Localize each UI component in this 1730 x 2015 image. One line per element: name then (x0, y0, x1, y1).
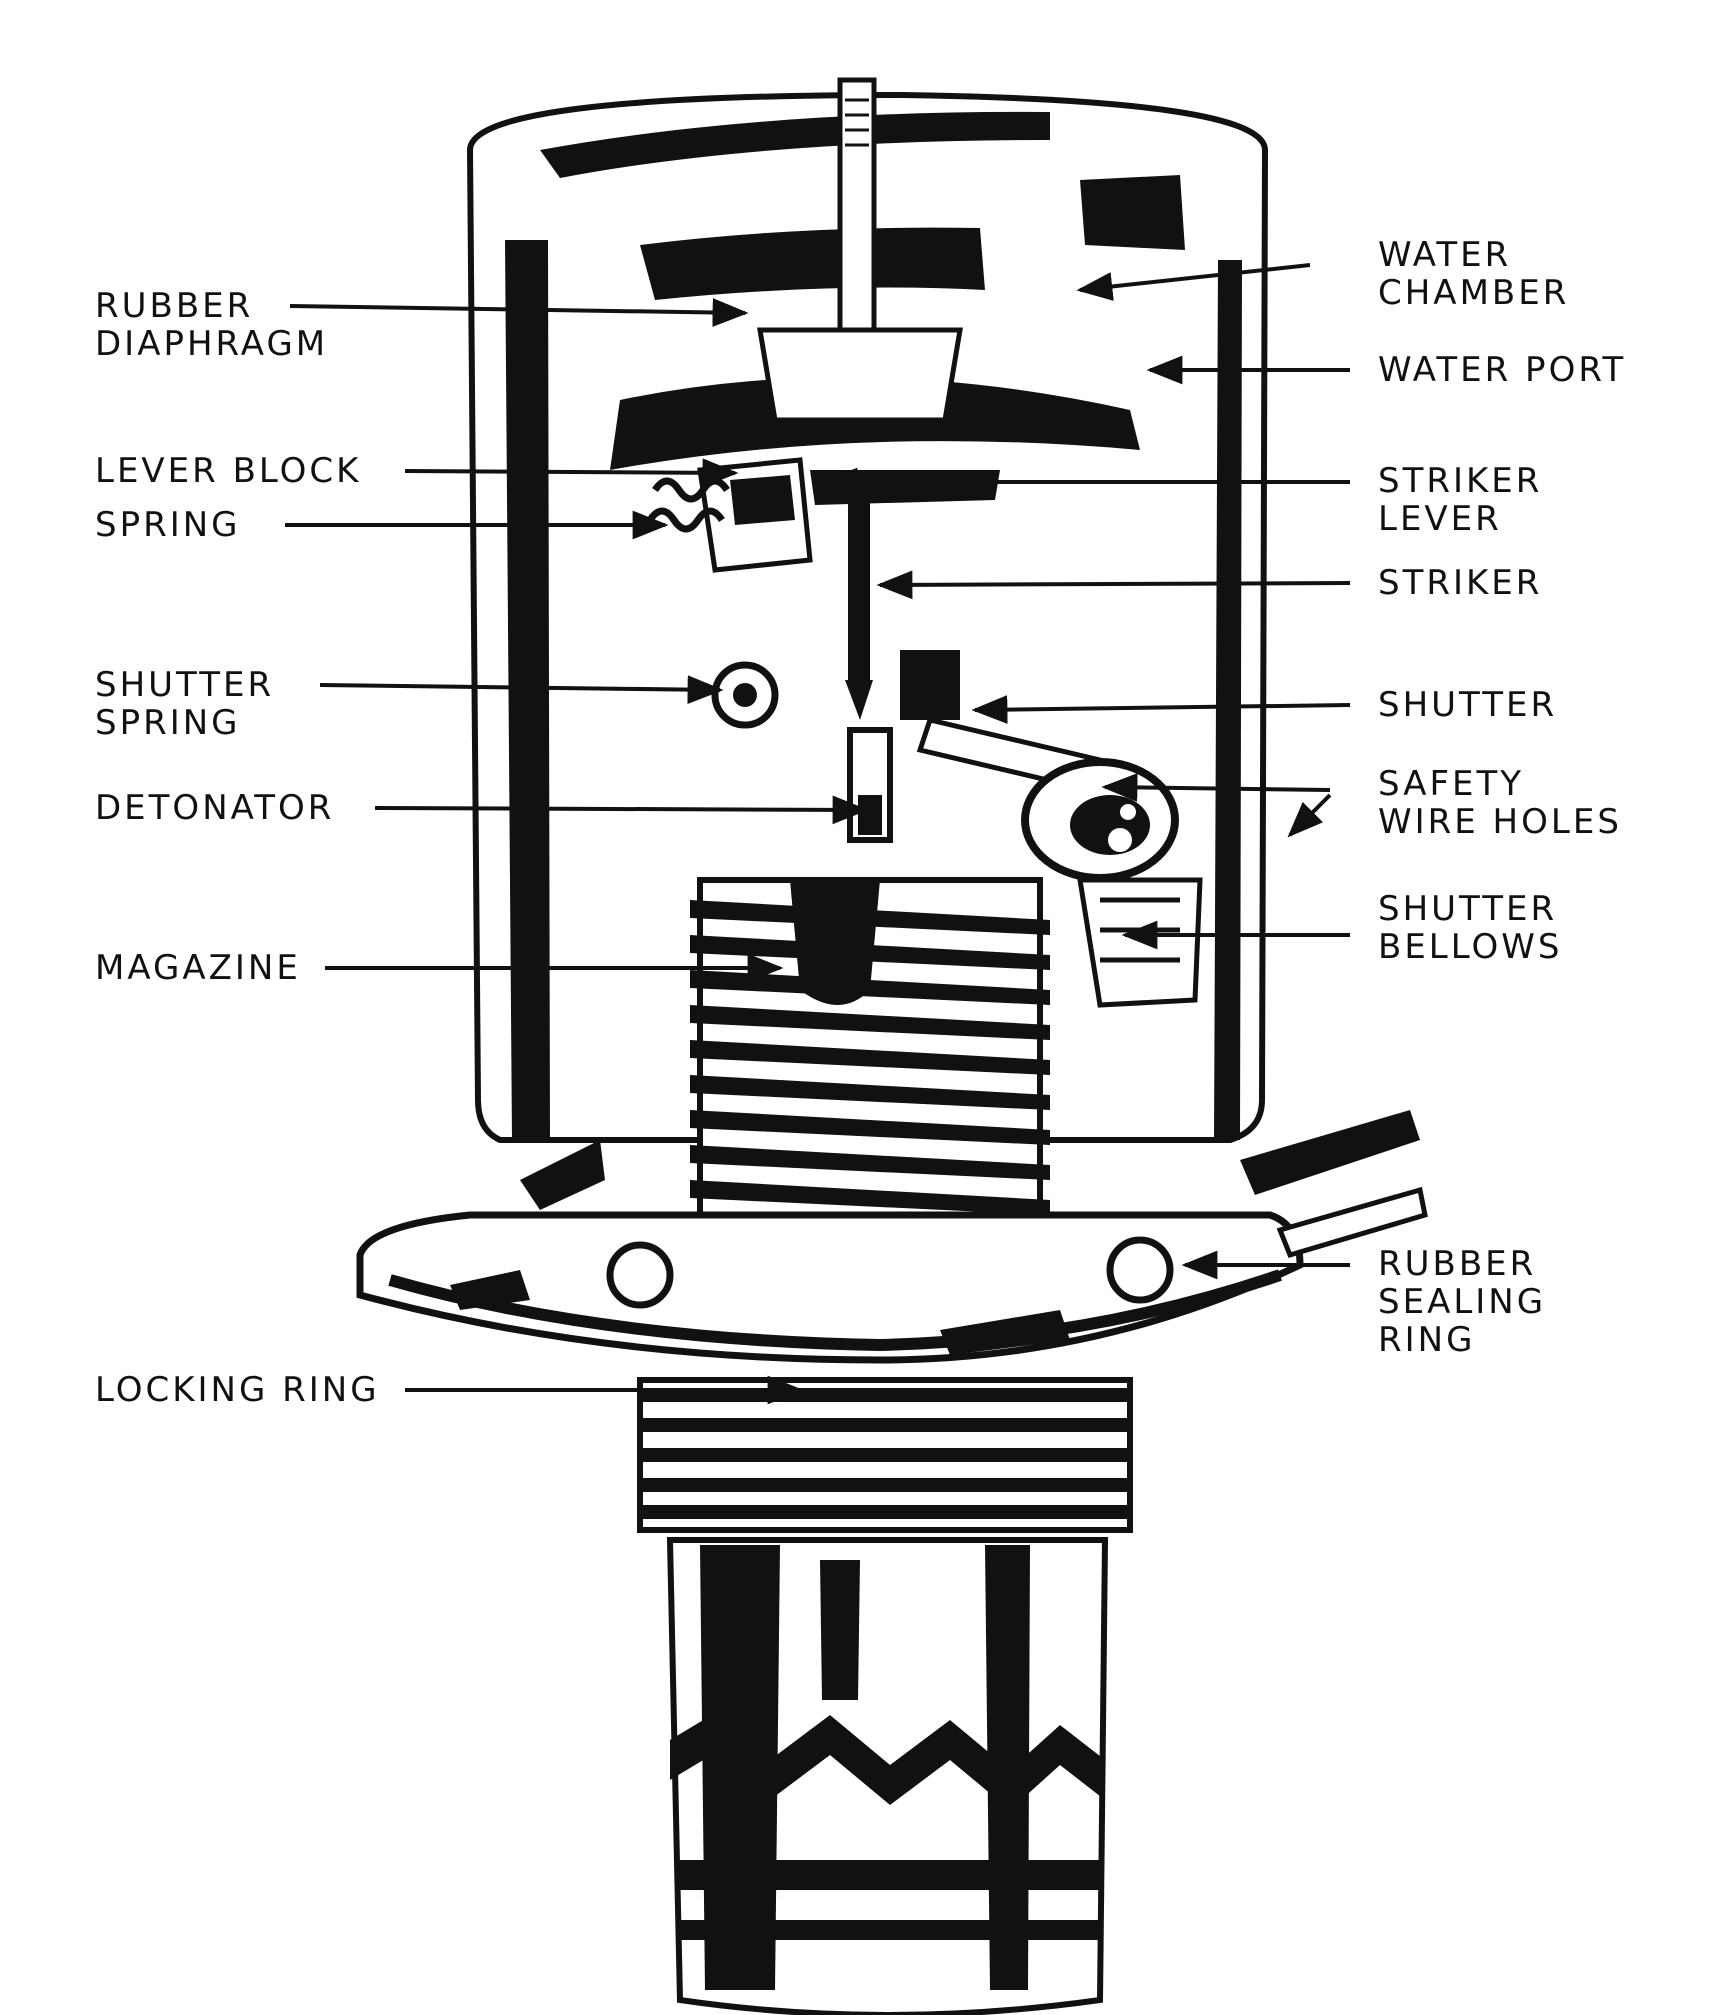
label-line: CHAMBER (1378, 273, 1570, 313)
label-rubber-sealing-ring: RUBBER SEALING RING (1378, 1245, 1546, 1359)
label-line: STRIKER (1378, 563, 1543, 603)
label-spring: SPRING (95, 506, 241, 544)
label-detonator: DETONATOR (95, 789, 334, 827)
label-shutter: SHUTTER (1378, 686, 1557, 724)
label-rubber-diaphragm: RUBBER DIAPHRAGM (95, 287, 328, 363)
leader-lines-right (821, 263, 1351, 1280)
label-line: DETONATOR (95, 788, 335, 828)
label-line: BELLOWS (1378, 927, 1563, 967)
lower-body (637, 1377, 1133, 2015)
label-line: SHUTTER (1378, 685, 1558, 725)
label-line: SHUTTER (1378, 889, 1558, 929)
leader-lines-left (285, 298, 869, 1405)
label-line: SAFETY (1378, 764, 1525, 804)
label-locking-ring: LOCKING RING (95, 1371, 380, 1409)
label-line: STRIKER (1378, 461, 1543, 501)
label-safety-wire-holes: SAFETY WIRE HOLES (1378, 765, 1622, 841)
label-line: LEVER (1378, 499, 1502, 539)
flange (356, 1110, 1428, 1364)
label-line: RUBBER (95, 286, 254, 326)
label-line: SPRING (95, 505, 241, 545)
label-water-chamber: WATER CHAMBER (1378, 236, 1569, 312)
label-line: RUBBER (1378, 1244, 1537, 1284)
label-shutter-bellows: SHUTTER BELLOWS (1378, 890, 1562, 966)
label-lever-block: LEVER BLOCK (95, 452, 361, 490)
label-line: WATER PORT (1378, 350, 1627, 390)
label-line: SEALING (1378, 1282, 1547, 1322)
label-line: MAGAZINE (95, 948, 301, 988)
label-line: LEVER BLOCK (95, 451, 362, 491)
label-striker: STRIKER (1378, 564, 1542, 602)
label-line: DIAPHRAGM (95, 324, 329, 364)
label-water-port: WATER PORT (1378, 351, 1626, 389)
label-line: SHUTTER (95, 665, 275, 705)
label-striker-lever: STRIKER LEVER (1378, 462, 1542, 538)
label-line: RING (1378, 1320, 1476, 1360)
label-line: WIRE HOLES (1378, 802, 1622, 842)
label-line: WATER (1378, 235, 1512, 275)
label-shutter-spring: SHUTTER SPRING (95, 666, 274, 742)
label-magazine: MAGAZINE (95, 949, 301, 987)
label-line: LOCKING RING (95, 1370, 380, 1410)
label-line: SPRING (95, 703, 241, 743)
